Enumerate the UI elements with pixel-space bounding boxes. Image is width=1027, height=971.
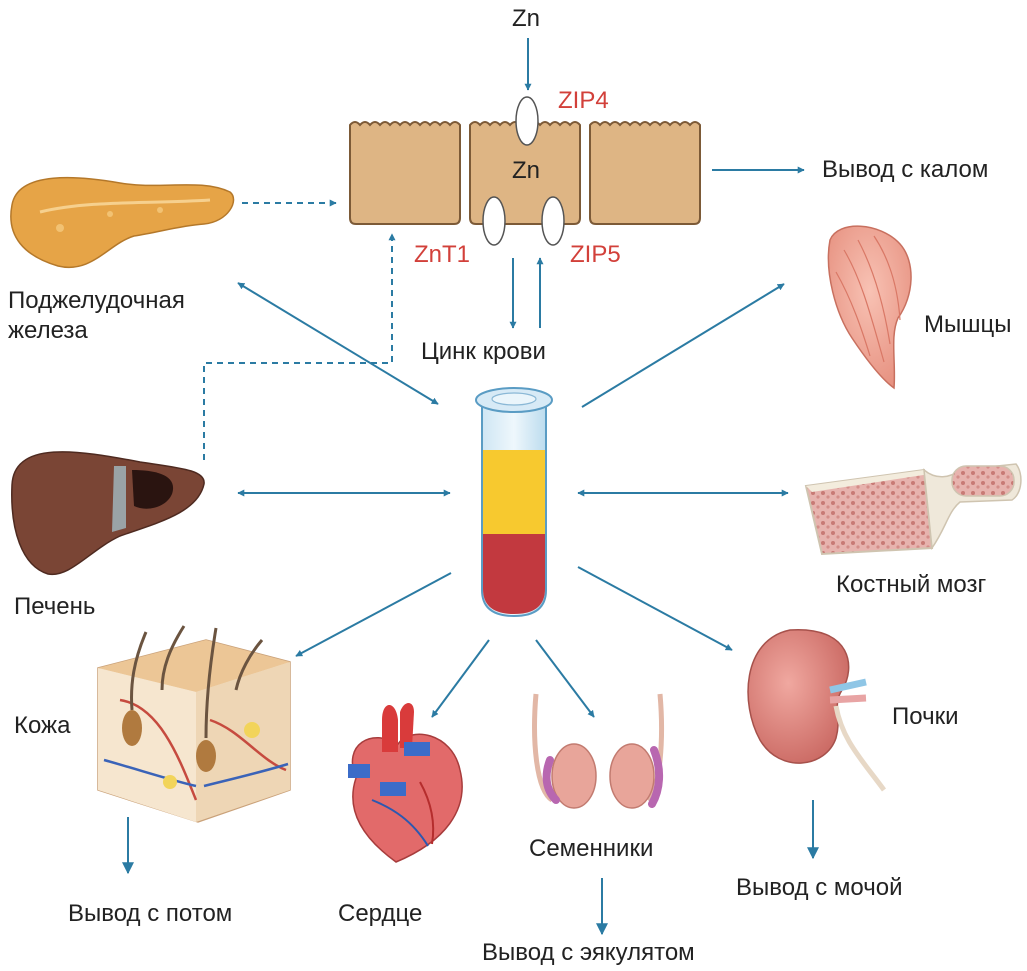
blood-to-testes-arrow: [536, 640, 594, 717]
enterocyte-zn-label: Zn: [512, 156, 540, 186]
pancreas-label-line2: железа: [8, 316, 88, 346]
zip4-transporter: [516, 97, 538, 145]
zip5-label: ZIP5: [570, 240, 621, 270]
enterocyte-cell-right: [590, 122, 700, 224]
sweat-output-label: Вывод с потом: [68, 899, 232, 929]
blood-test-tube: [476, 388, 552, 616]
blood-to-skin-arrow: [296, 573, 451, 656]
heart-illustration: [348, 703, 462, 862]
skin-label: Кожа: [14, 711, 70, 741]
kidneys-label: Почки: [892, 702, 958, 732]
blood-zinc-label: Цинк крови: [421, 337, 546, 367]
plasma-layer: [483, 450, 545, 534]
liver-illustration: [12, 452, 204, 575]
bone-marrow-illustration: [806, 464, 1021, 554]
blood-to-kidney-arrow: [578, 567, 732, 650]
pancreas-illustration: [11, 178, 234, 268]
enterocyte-cell-left: [350, 122, 460, 224]
muscle-illustration: [828, 226, 911, 388]
blood-to-muscle-arrow: [582, 284, 784, 407]
liver-label: Печень: [14, 592, 95, 622]
zip4-label: ZIP4: [558, 86, 609, 116]
urine-output-label: Вывод с мочой: [736, 873, 902, 903]
kidney-illustration: [748, 630, 884, 790]
testes-label: Семенники: [529, 834, 653, 864]
heart-label: Сердце: [338, 899, 422, 929]
blood-to-heart-arrow: [432, 640, 489, 717]
ejaculate-output-label: Вывод с эякулятом: [482, 938, 695, 968]
feces-output-label: Вывод с калом: [822, 155, 988, 185]
muscles-label: Мышцы: [924, 310, 1012, 340]
znt1-label: ZnT1: [414, 240, 470, 270]
pancreas-blood-arrow: [238, 283, 438, 404]
znt1-transporter: [483, 197, 505, 245]
zn-input-label: Zn: [512, 4, 540, 34]
testes-illustration: [535, 694, 662, 808]
liver-to-cell-dashed-arrow: [204, 234, 392, 460]
skin-illustration: [98, 626, 290, 822]
zip5-transporter: [542, 197, 564, 245]
blood-cells-layer: [483, 534, 545, 614]
bone-marrow-label: Костный мозг: [836, 570, 986, 600]
pancreas-label-line1: Поджелудочная: [8, 286, 185, 316]
